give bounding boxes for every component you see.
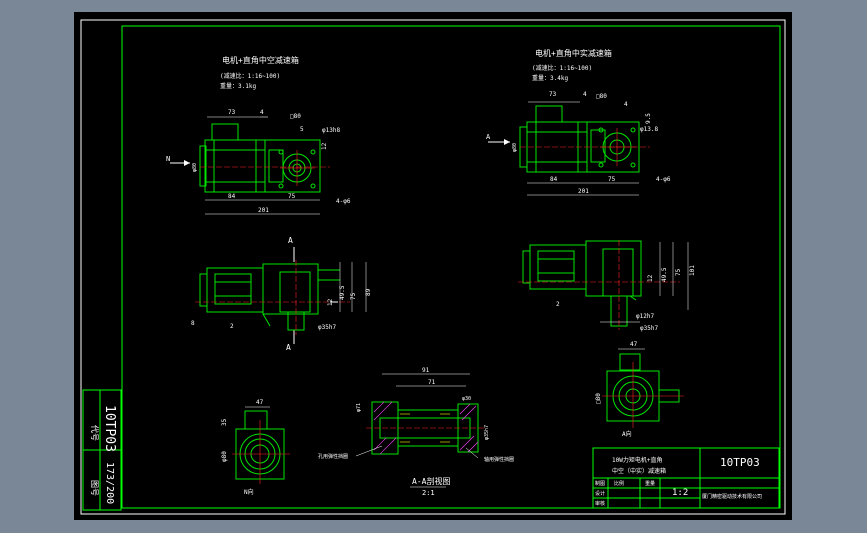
dimension-label: 47 <box>630 341 638 348</box>
dimension-label: 12 <box>327 298 334 306</box>
title-block: 10W力矩电机+直角 中空（中实）减速箱 10TP03 制图 设计 审核 比例 … <box>592 447 780 509</box>
dimension-label: 12 <box>647 274 654 282</box>
left-weight: 重量：3.1kg <box>220 82 256 90</box>
title-company: 厦门精密驱动技术有限公司 <box>702 493 762 500</box>
dimension-label: 4 <box>624 101 628 108</box>
dimension-label: 2 <box>556 301 560 308</box>
dimension-label: 75 <box>288 193 296 200</box>
dimension-label: 2 <box>230 323 234 330</box>
drawing-sheet <box>74 12 792 520</box>
dimension-label: φ80 <box>221 451 228 462</box>
side-label-a: 代号 <box>90 425 100 441</box>
dimension-label: 12 <box>321 142 328 150</box>
bottom-left-view: 47 35 φ80 N向 <box>221 399 290 496</box>
dimension-label: φ35h7 <box>640 325 658 332</box>
right-ratio: (减速比：1:16~100) <box>532 64 592 72</box>
dimension-label: φ80 <box>512 143 518 152</box>
dimension-label: 孔用弹性挡圈 <box>318 453 348 460</box>
side-code: 173/200 <box>104 462 115 504</box>
dimension-label: φ35h7 <box>484 425 490 440</box>
dimension-label: 2:1 <box>422 489 435 497</box>
dimension-label: 4 <box>260 109 264 116</box>
dimension-label: 73 <box>228 109 236 116</box>
dimension-label: φ80 <box>192 163 198 172</box>
dimension-label: φ35h7 <box>318 324 336 331</box>
dimension-label: 49.5 <box>339 285 346 300</box>
title-drawing-no: 10TP03 <box>720 456 760 469</box>
inner-frame <box>121 25 781 509</box>
dimension-label: 4 <box>583 91 587 98</box>
bottom-right-view: 47 □80 A向 <box>595 341 684 438</box>
side-title-strip: 代号 图号 10TP03 173/200 <box>82 389 122 511</box>
side-drawing-no: 10TP03 <box>102 405 117 452</box>
dimension-label: 5 <box>300 126 304 133</box>
dimension-label: 75 <box>608 176 616 183</box>
dimension-label: N向 <box>244 488 254 496</box>
dimension-label: 91 <box>422 367 430 374</box>
title-row-2: 审核 <box>595 500 605 507</box>
right-front-view: 12 49.5 75 101 2 φ12h7 φ35h7 <box>518 240 696 332</box>
dimension-label: 71 <box>428 379 436 386</box>
dimension-label: □80 <box>596 93 607 100</box>
dimension-label: □80 <box>595 393 602 404</box>
dimension-label: φ13h8 <box>322 127 340 134</box>
title-col-1: 重量 <box>645 480 655 487</box>
dimension-label: 47 <box>256 399 264 406</box>
left-title: 电机+直角中空减速箱 <box>222 55 299 65</box>
title-col-0: 比例 <box>614 480 624 487</box>
right-plan-view: 73 4 □80 4 9.5 φ13.8 4-φ6 84 75 201 φ80 <box>486 91 671 196</box>
title-row-0: 制图 <box>595 480 605 487</box>
dimension-label: 89 <box>365 288 372 296</box>
dimension-label: 201 <box>258 207 269 214</box>
dimension-label: 75 <box>675 268 682 276</box>
side-label-b: 图号 <box>90 480 99 496</box>
dimension-label: φ13.8 <box>640 126 658 133</box>
right-title: 电机+直角中实减速箱 <box>535 48 612 58</box>
dimension-label: A向 <box>622 430 632 438</box>
dimension-label: 轴用弹性挡圈 <box>484 456 514 463</box>
dimension-label: 4-φ6 <box>336 198 351 205</box>
dimension-label: φ30 <box>462 396 471 402</box>
dimension-label: 8 <box>191 320 195 327</box>
dimension-label: A <box>288 236 293 245</box>
dimension-label: □80 <box>290 113 301 120</box>
dimension-label: 35 <box>221 418 228 426</box>
left-ratio: (减速比：1:16~100) <box>220 72 280 80</box>
dimension-label: 49.5 <box>661 267 668 282</box>
dimension-label: A <box>486 133 491 141</box>
dimension-label: A-A剖视图 <box>412 476 450 486</box>
title-row-1: 设计 <box>595 490 605 497</box>
section-aa-view: 91 71 φ71 φ35h7 φ30 孔用弹性挡圈 轴用弹性挡圈 A-A剖视图… <box>318 367 514 497</box>
dimension-label: 73 <box>549 91 557 98</box>
dimension-label: 84 <box>228 193 236 200</box>
dimension-label: 4-φ6 <box>656 176 671 183</box>
dimension-label: A <box>286 343 291 352</box>
dimension-label: φ12h7 <box>636 313 654 320</box>
dimension-label: 9.5 <box>645 113 652 124</box>
title-name-2: 中空（中实）减速箱 <box>612 467 666 475</box>
left-front-view: A A 12 49.5 75 89 2 8 φ35h7 <box>191 236 372 352</box>
title-name-1: 10W力矩电机+直角 <box>612 456 662 464</box>
right-weight: 重量：3.4kg <box>532 74 568 82</box>
dimension-label: 101 <box>689 265 696 276</box>
dimension-label: 84 <box>550 176 558 183</box>
outer-border <box>80 19 786 515</box>
title-scale: 1:2 <box>672 488 688 498</box>
left-plan-view: 73 4 □80 5 12 φ13h8 4-φ6 84 75 201 <box>166 109 351 215</box>
dimension-label: 201 <box>578 188 589 195</box>
dimension-label: φ71 <box>356 403 362 412</box>
dimension-label: N <box>166 155 170 163</box>
dimension-label: 75 <box>350 292 357 300</box>
